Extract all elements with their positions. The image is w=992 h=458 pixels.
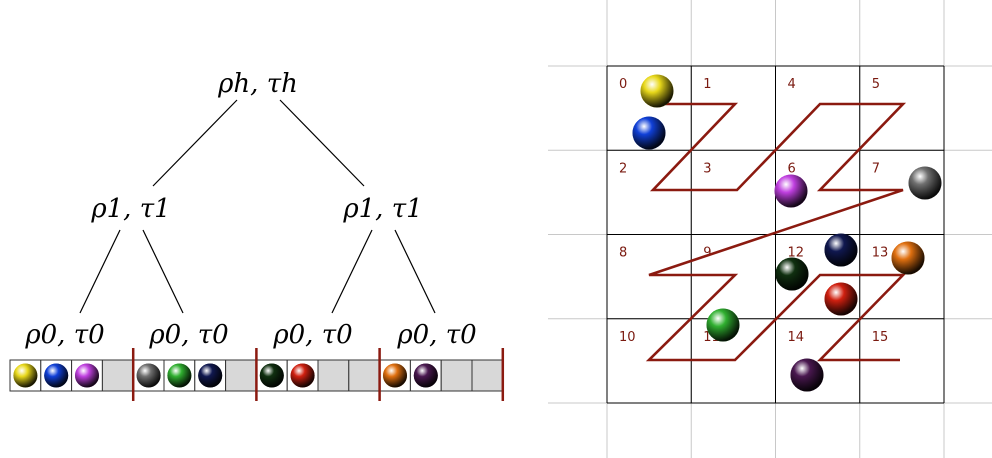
cell-number: 3	[703, 161, 711, 176]
level0-node-label: ρ0, τ0	[396, 320, 476, 350]
tree-diagram: ρh, τh ρ1, τ1 ρ1, τ1 ρ0, τ0 ρ0, τ0 ρ0, τ…	[9, 69, 505, 401]
cell-number: 15	[872, 330, 889, 345]
darkgreen-ball	[259, 363, 284, 388]
z-order-curve	[645, 102, 907, 362]
gray-ball	[908, 166, 942, 200]
magenta-ball	[774, 174, 808, 208]
yellow-ball	[640, 74, 674, 108]
cell-number: 6	[788, 161, 796, 176]
slot-empty	[225, 359, 257, 392]
level0-node-label: ρ0, τ0	[148, 320, 228, 350]
edge-root-left	[152, 99, 238, 187]
cell-number: 10	[619, 330, 636, 345]
cell-number: 5	[872, 77, 880, 92]
edge-l1a-right	[142, 229, 184, 314]
grid-lines	[548, 0, 992, 458]
darkgreen-ball	[775, 257, 809, 291]
cell-number: 0	[619, 77, 627, 92]
edge-l1b-right	[394, 229, 436, 314]
slot-empty	[101, 359, 134, 392]
slot-empty	[471, 359, 504, 392]
slot-empty	[440, 359, 473, 392]
cell-number: 8	[619, 246, 627, 261]
red-ball	[824, 282, 858, 316]
orange-ball	[383, 363, 407, 388]
edge-l1b-left	[331, 229, 373, 314]
orange-ball	[891, 241, 925, 275]
root-node-label: ρh, τh	[217, 69, 298, 99]
slot-empty	[348, 359, 381, 392]
cell-number: 14	[788, 330, 805, 345]
tree-edges	[79, 99, 436, 314]
level1-node-label: ρ1, τ1	[90, 194, 170, 224]
edge-root-right	[279, 99, 365, 187]
cell-number: 4	[788, 77, 796, 92]
cell-number: 1	[703, 77, 711, 92]
yellow-ball	[13, 363, 38, 388]
leaf-slot-array	[9, 348, 505, 401]
cell-number: 13	[872, 246, 889, 261]
slot-empty	[317, 359, 350, 392]
grid-balls	[632, 74, 942, 392]
cell-number: 9	[703, 246, 711, 261]
level1-node-label: ρ1, τ1	[342, 194, 422, 224]
blue-ball	[44, 363, 69, 388]
cell-number: 7	[872, 161, 880, 176]
navy-ball	[824, 233, 858, 267]
purple-ball	[413, 363, 438, 388]
red-ball	[290, 363, 315, 388]
cell-number: 12	[788, 246, 805, 261]
blue-ball	[632, 116, 666, 150]
magenta-ball	[75, 363, 99, 388]
green-ball	[167, 363, 192, 388]
purple-ball	[790, 358, 824, 392]
navy-ball	[198, 363, 223, 388]
level0-node-label: ρ0, τ0	[272, 320, 352, 350]
green-ball	[706, 308, 740, 342]
level0-node-label: ρ0, τ0	[24, 320, 104, 350]
gray-ball	[136, 363, 161, 388]
edge-l1a-left	[79, 229, 121, 314]
cell-number: 2	[619, 161, 627, 176]
